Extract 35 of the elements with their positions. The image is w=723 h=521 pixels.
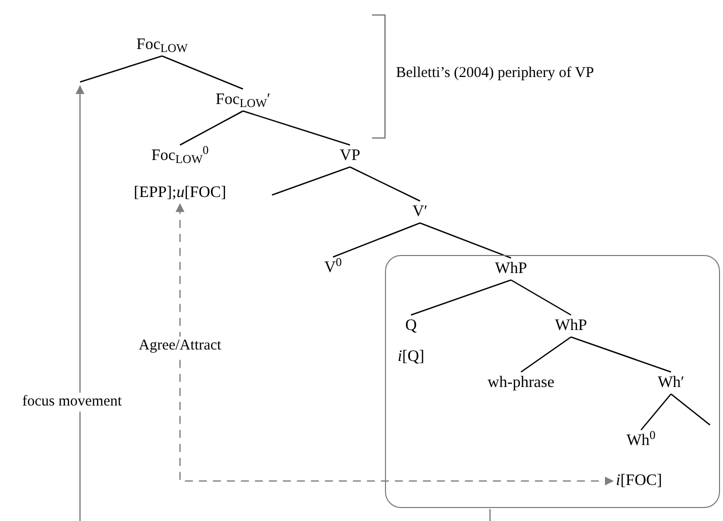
tree-node-label: i[Q] <box>398 347 424 367</box>
tree-node-label: Foc$_{LOW}$′ <box>216 90 270 110</box>
edge-label: Agree/Attract <box>136 336 224 356</box>
tree-node-label: Wh′ <box>658 373 684 393</box>
tree-node-label: WhP <box>555 316 587 336</box>
tree-branch <box>180 110 244 146</box>
tree-branch <box>420 222 512 259</box>
arrow <box>76 85 84 521</box>
tree-branch <box>510 279 572 316</box>
tree-node-label: Q <box>405 316 417 336</box>
tree-node-label: WhP <box>495 259 527 279</box>
tree-branch <box>80 55 162 83</box>
tree-node-label: i[FOC] <box>616 471 662 491</box>
arrow <box>176 203 614 486</box>
tree-node-label: wh-phrase <box>488 373 554 393</box>
tree-node-label: Foc$_{LOW}$ <box>136 35 188 55</box>
tree-branch <box>162 55 244 90</box>
tree-branch <box>670 394 710 426</box>
tree-node-label: VP <box>340 146 360 166</box>
edge-label: focus movement <box>20 392 124 412</box>
bracket-label: Belletti’s (2004) periphery of VP <box>396 64 594 83</box>
tree-node-label: Wh$^{0}$ <box>626 431 656 451</box>
tree-branch <box>570 336 672 373</box>
tree-branch <box>410 279 512 316</box>
enclosing-box <box>385 255 720 508</box>
tree-node-label: [EPP];u[FOC] <box>134 183 226 203</box>
tree-branch <box>640 394 672 430</box>
tree-branch <box>350 166 420 202</box>
tree-node-label: V$^{0}$ <box>324 258 342 278</box>
tree-branch <box>520 336 572 373</box>
tree-branch <box>332 222 420 258</box>
tree-branch <box>489 509 491 521</box>
tree-branch <box>272 166 350 196</box>
tree-node-label: V′ <box>412 202 428 222</box>
tree-branch <box>242 110 350 146</box>
